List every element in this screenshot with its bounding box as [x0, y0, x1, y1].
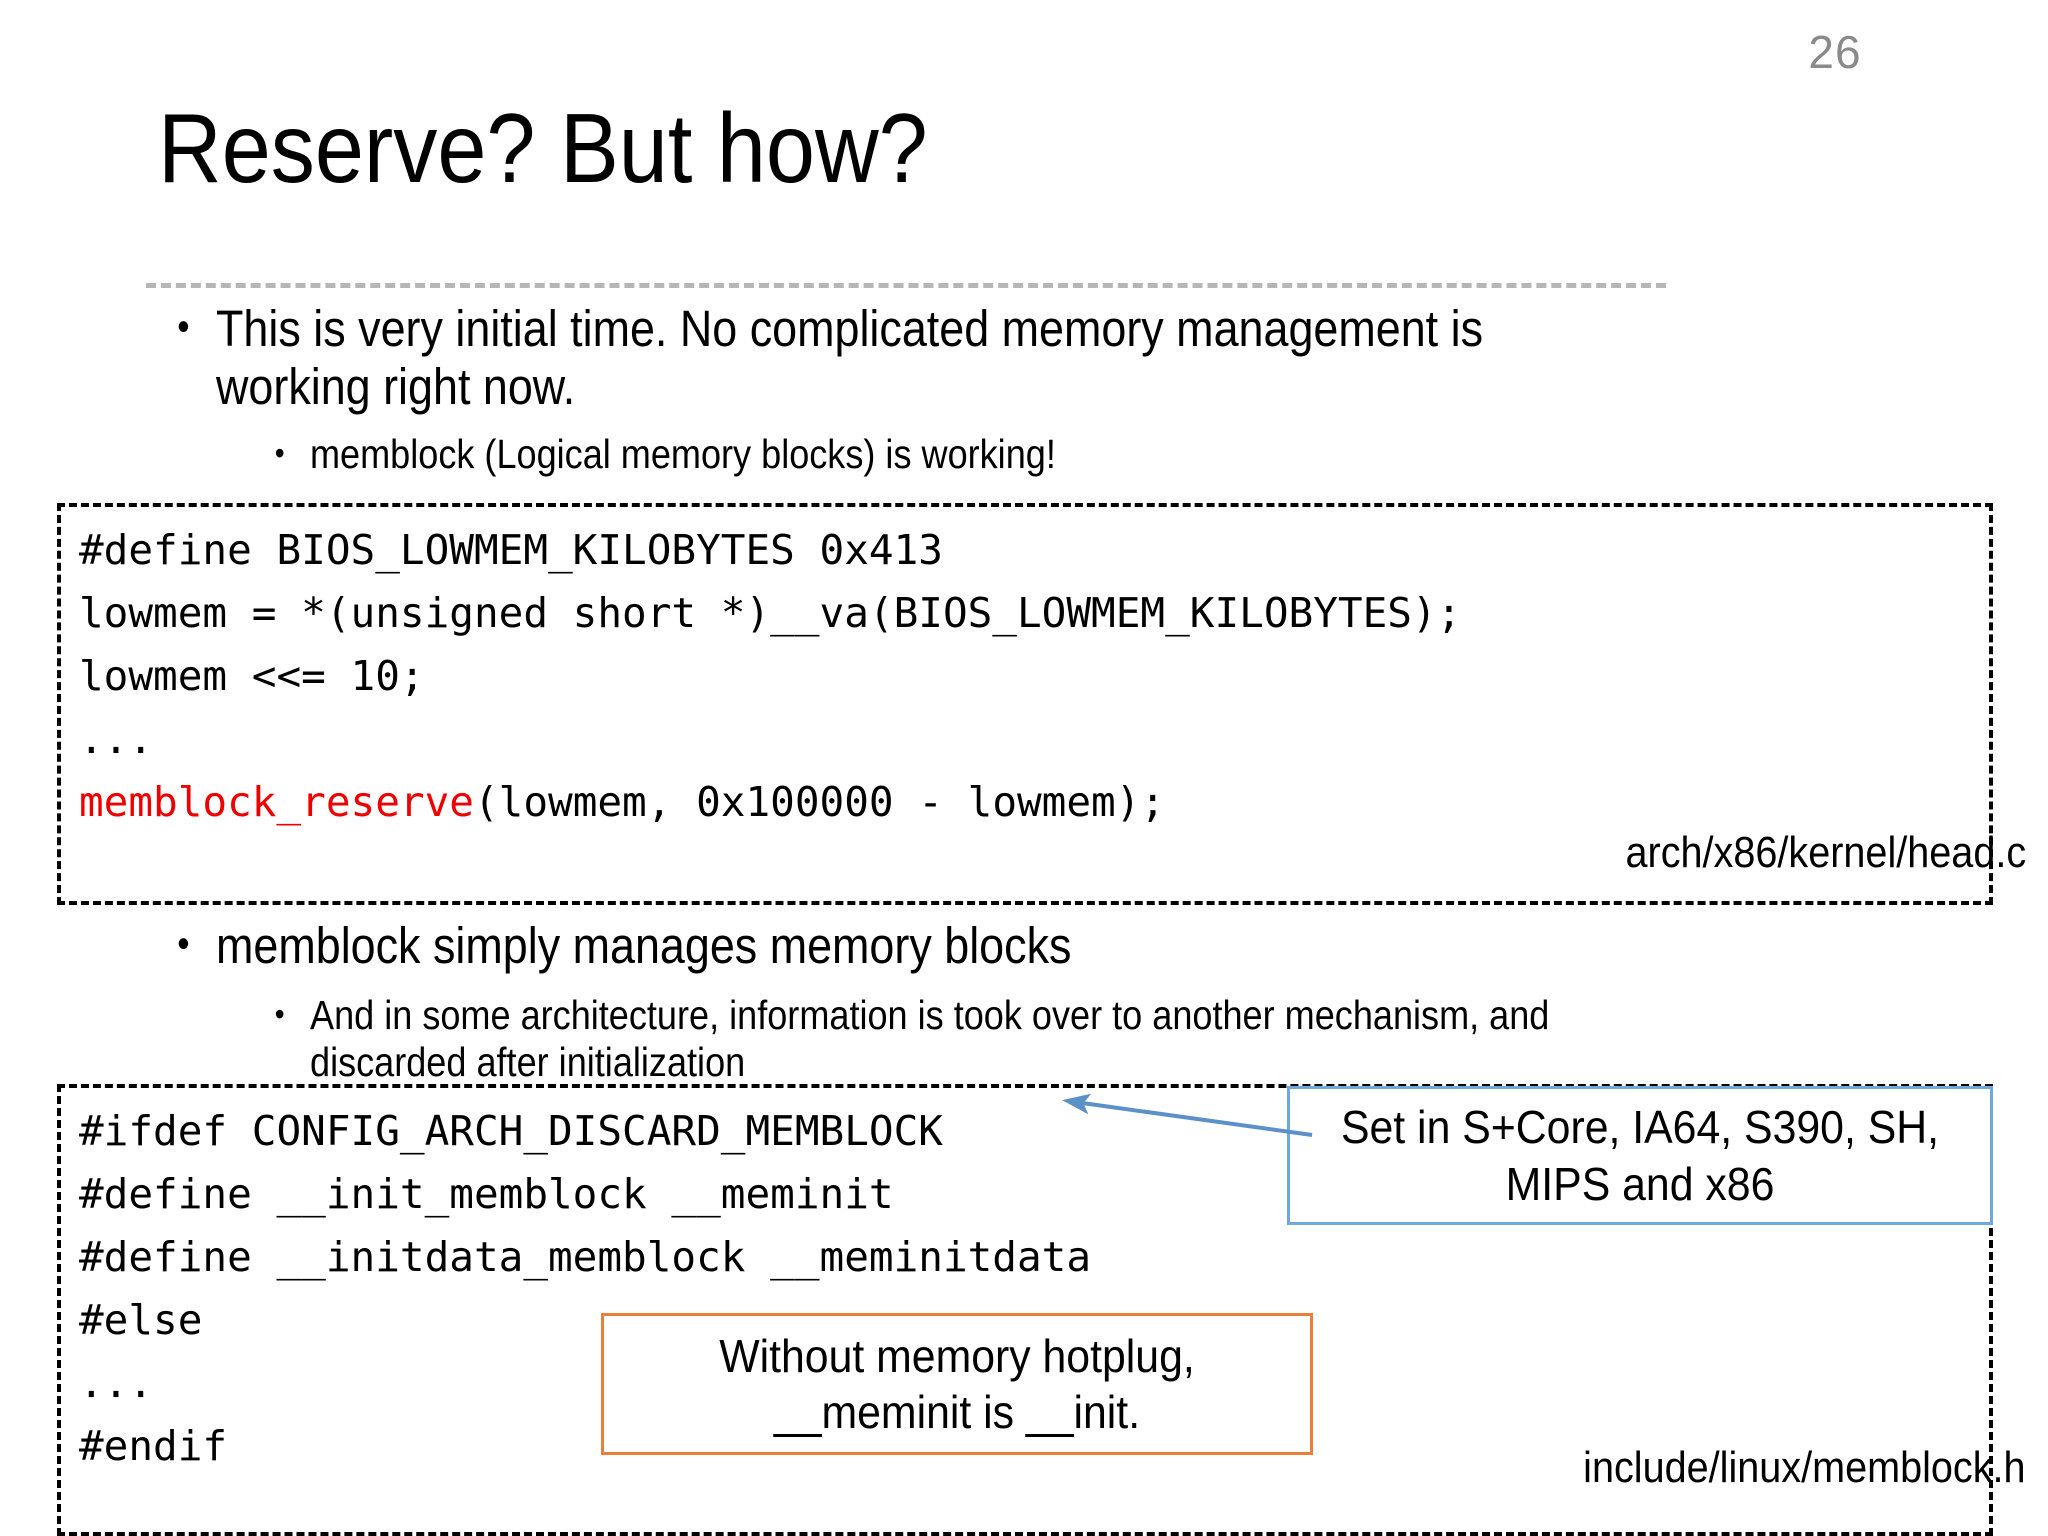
- bullet-text: memblock simply manages memory blocks: [216, 917, 1072, 974]
- code-line-4: #else: [79, 1296, 203, 1344]
- code-lines: #define BIOS_LOWMEM_KILOBYTES 0x413 lowm…: [79, 519, 1461, 834]
- bullet-item-secondary-1: • memblock (Logical memory blocks) is wo…: [275, 431, 1586, 478]
- bullet-text: memblock (Logical memory blocks) is work…: [310, 431, 1056, 477]
- callout-text-blue: Set in S+Core, IA64, S390, SH, MIPS and …: [1340, 1101, 1940, 1210]
- code-line-6: #endif: [79, 1422, 228, 1470]
- code-highlight-memblock-reserve: memblock_reserve: [79, 778, 474, 826]
- bullet-item-primary-1: • This is very initial time. No complica…: [177, 300, 1536, 415]
- code-lines: #ifdef CONFIG_ARCH_DISCARD_MEMBLOCK #def…: [79, 1100, 1091, 1478]
- bullet-marker-icon: •: [177, 305, 190, 349]
- source-path-label-1: arch/x86/kernel/head.c: [1625, 828, 2026, 877]
- bullet-text: This is very initial time. No complicate…: [216, 300, 1484, 415]
- bullet-item-secondary-2: • And in some architecture, information …: [275, 992, 1656, 1086]
- bullet-marker-icon: •: [274, 996, 285, 1032]
- callout-box-blue: Set in S+Core, IA64, S390, SH, MIPS and …: [1287, 1086, 1993, 1225]
- code-line-3: #define __initdata_memblock __meminitdat…: [79, 1233, 1092, 1281]
- bullet-text: And in some architecture, information is…: [310, 992, 1550, 1086]
- code-line-5: ...: [79, 1359, 154, 1407]
- code-line-3: lowmem <<= 10;: [79, 652, 425, 700]
- code-line-1: #ifdef CONFIG_ARCH_DISCARD_MEMBLOCK: [79, 1107, 943, 1155]
- page-number: 26: [1808, 26, 1862, 78]
- title-divider: [146, 283, 1666, 288]
- code-line-2: lowmem = *(unsigned short *)__va(BIOS_LO…: [79, 589, 1462, 637]
- code-line-2: #define __init_memblock __meminit: [79, 1170, 894, 1218]
- code-line-5-rest: (lowmem, 0x100000 - lowmem);: [473, 778, 1166, 826]
- bullet-item-primary-2: • memblock simply manages memory blocks: [177, 917, 1536, 975]
- code-line-4: ...: [79, 715, 154, 763]
- callout-text-orange: Without memory hotplug, __meminit is __i…: [719, 1329, 1195, 1438]
- page-title: Reserve? But how?: [158, 93, 928, 203]
- source-path-label-2: include/linux/memblock.h: [1583, 1443, 2026, 1492]
- callout-box-orange: Without memory hotplug, __meminit is __i…: [601, 1313, 1313, 1455]
- code-line-1: #define BIOS_LOWMEM_KILOBYTES 0x413: [79, 526, 943, 574]
- code-block-head-c: #define BIOS_LOWMEM_KILOBYTES 0x413 lowm…: [57, 503, 1993, 905]
- code-block-memblock-h: #ifdef CONFIG_ARCH_DISCARD_MEMBLOCK #def…: [57, 1084, 1993, 1536]
- bullet-marker-icon: •: [274, 435, 285, 471]
- bullet-marker-icon: •: [177, 922, 190, 966]
